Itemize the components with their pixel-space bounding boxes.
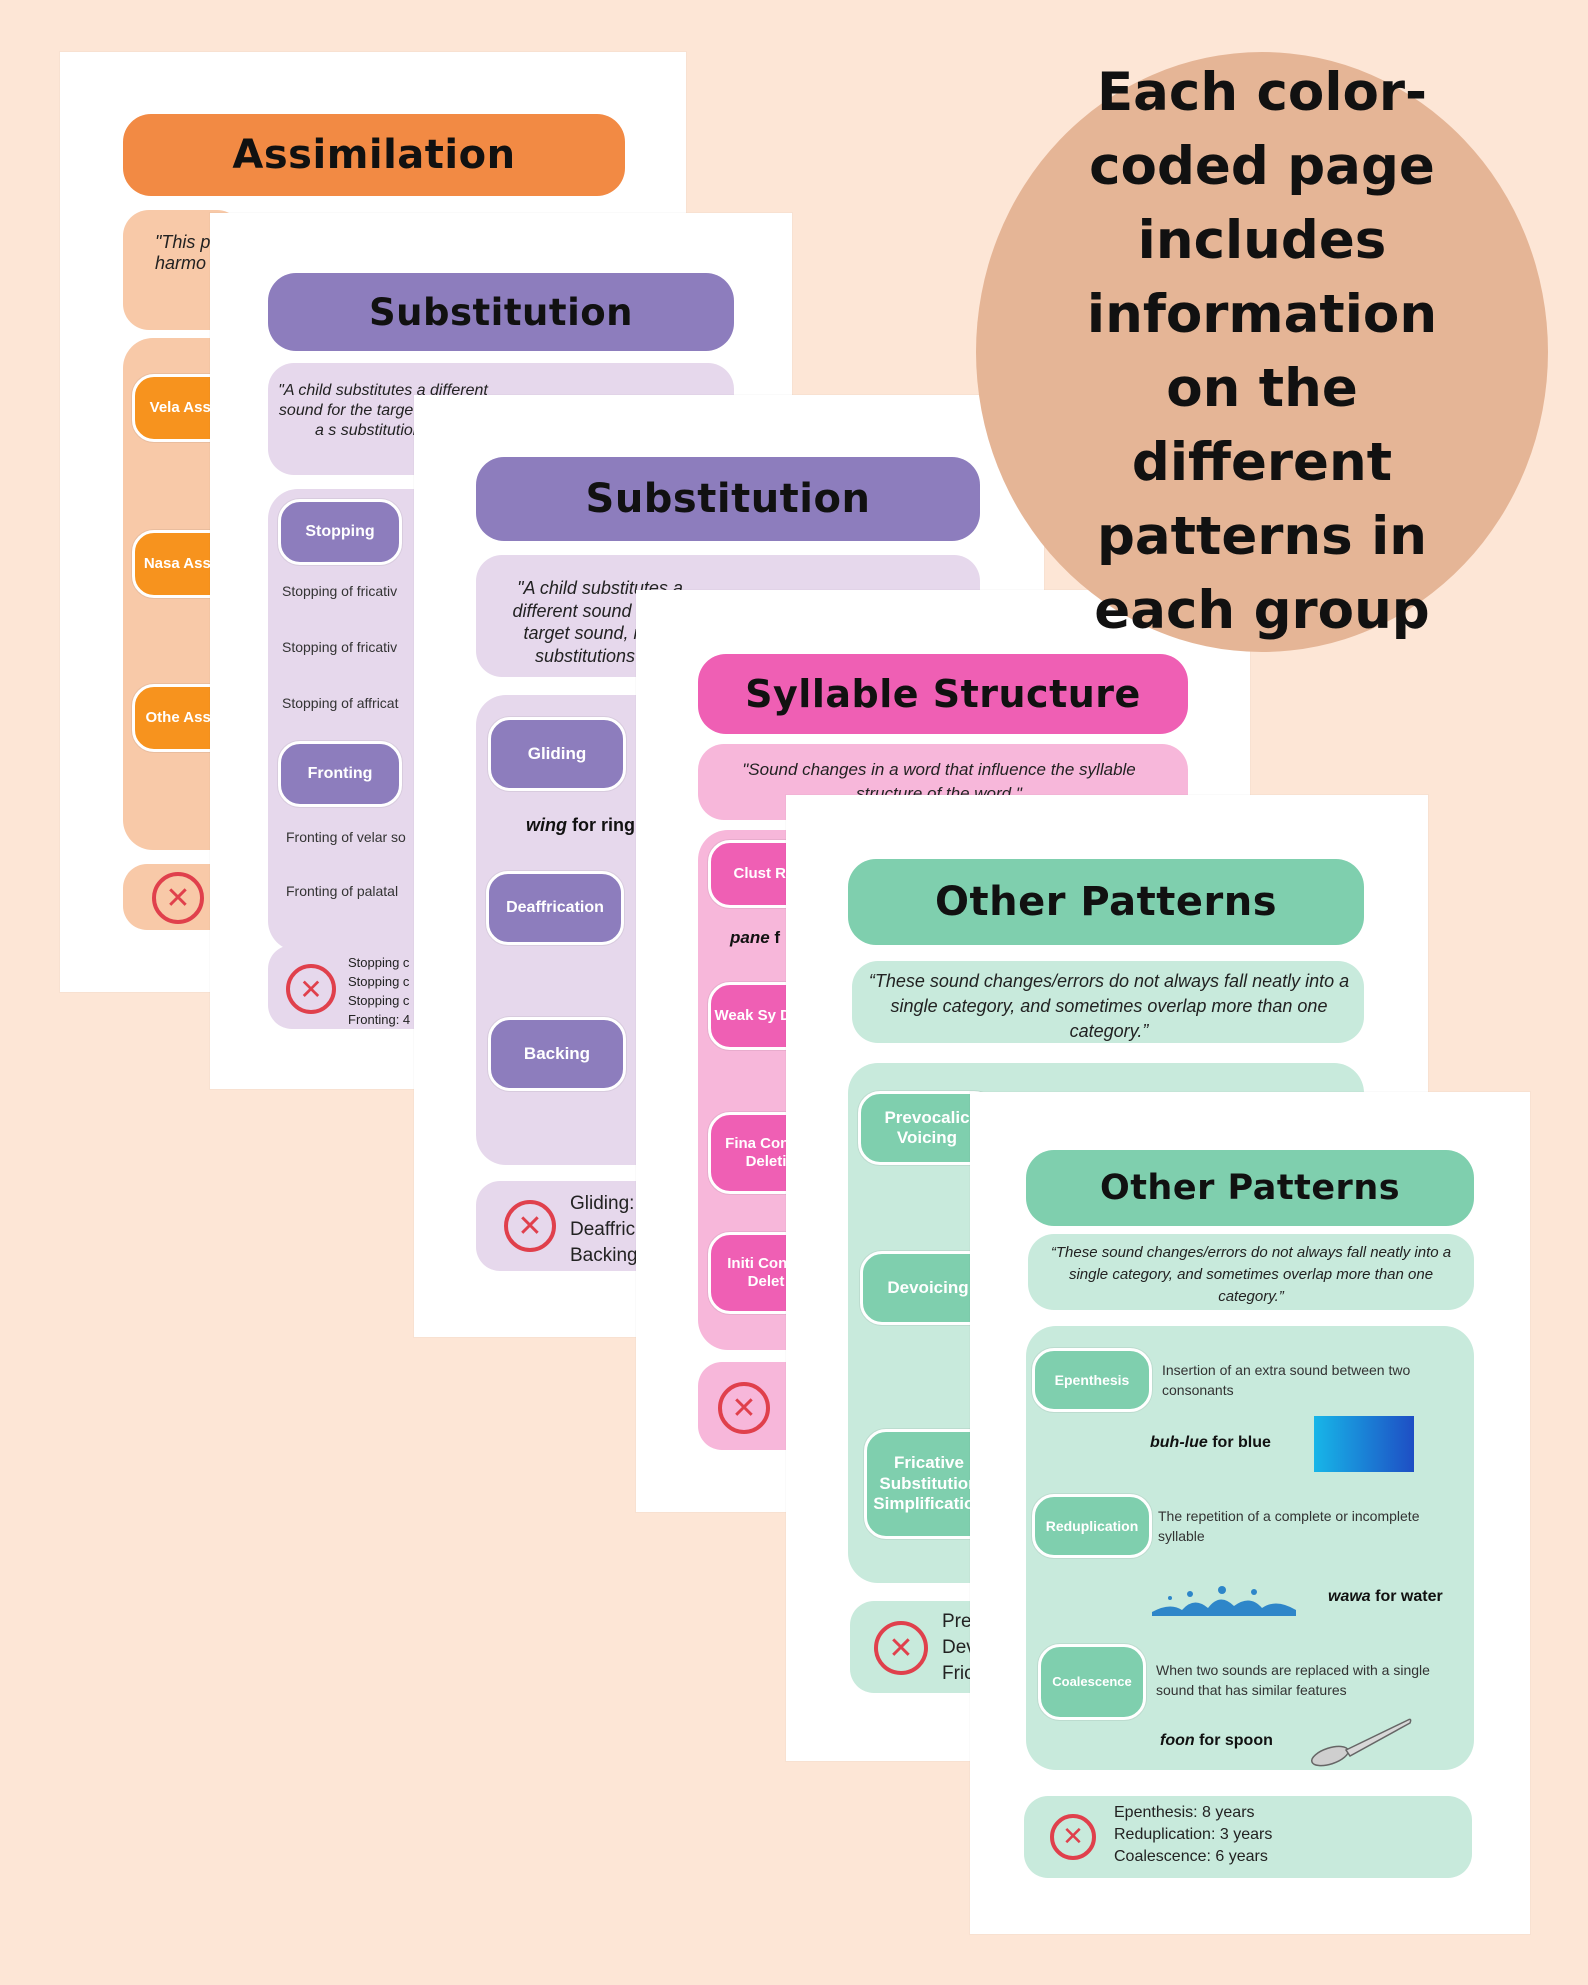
row-text: Stopping of fricativ [282,583,398,599]
pattern-pill-coalescence[interactable]: Coalescence [1038,1644,1146,1720]
example-text: foon for spoon [1160,1732,1273,1749]
row-text: Stopping of affricat [282,695,399,711]
blue-gradient-swatch [1314,1416,1414,1472]
card-title: Other Patterns [848,859,1364,945]
card-title: Assimilation [123,114,625,196]
pattern-pill-backing[interactable]: Backing [488,1017,626,1091]
spoon-image [1311,1718,1412,1767]
example-text: pane f [730,928,781,947]
pattern-pill-reduplication[interactable]: Reduplication [1032,1494,1152,1558]
water-splash-image [1152,1586,1296,1616]
close-circle-icon: ✕ [718,1382,770,1434]
card-title: Substitution [476,457,980,541]
card-title: Substitution [268,273,734,351]
callout-text: Each color-coded page includes informati… [1086,62,1438,641]
example-text: buh-lue for blue [1150,1434,1271,1451]
close-circle-icon: ✕ [504,1200,556,1252]
card-title: Syllable Structure [698,654,1188,734]
callout-circle: Each color-coded page includes informati… [976,52,1548,652]
ages-box [1024,1796,1472,1878]
row-text: Stopping of fricativ [282,639,398,655]
pattern-description: The repetition of a complete or incomple… [1158,1508,1420,1544]
card-other-patterns-2: Other Patterns “These sound changes/erro… [970,1092,1530,1934]
example-text: wing for ring [526,815,635,835]
card-quote [852,961,1364,1043]
row-text: Fronting of palatal [286,883,399,899]
pattern-pill-gliding[interactable]: Gliding [488,717,626,791]
card-quote-text: “These sound changes/errors do not alway… [868,971,1350,1041]
row-text: Fronting of velar so [286,829,406,845]
card-quote-text: “These sound changes/errors do not alway… [1050,1244,1452,1305]
pattern-pill-deaffrication[interactable]: Deaffrication [486,871,624,945]
pattern-pill-epenthesis[interactable]: Epenthesis [1032,1348,1152,1412]
close-circle-icon: ✕ [1050,1814,1096,1860]
pattern-description: Insertion of an extra sound between two … [1162,1362,1411,1398]
card-title: Other Patterns [1026,1150,1474,1226]
pattern-description: When two sounds are replaced with a sing… [1156,1662,1430,1698]
pattern-pill-stopping[interactable]: Stopping [278,499,402,565]
close-circle-icon: ✕ [874,1621,928,1675]
pattern-pill-fronting[interactable]: Fronting [278,741,402,807]
example-text: wawa for water [1328,1588,1443,1605]
close-circle-icon: ✕ [286,964,336,1014]
card-quote [1028,1234,1474,1310]
close-circle-icon: ✕ [152,872,204,924]
